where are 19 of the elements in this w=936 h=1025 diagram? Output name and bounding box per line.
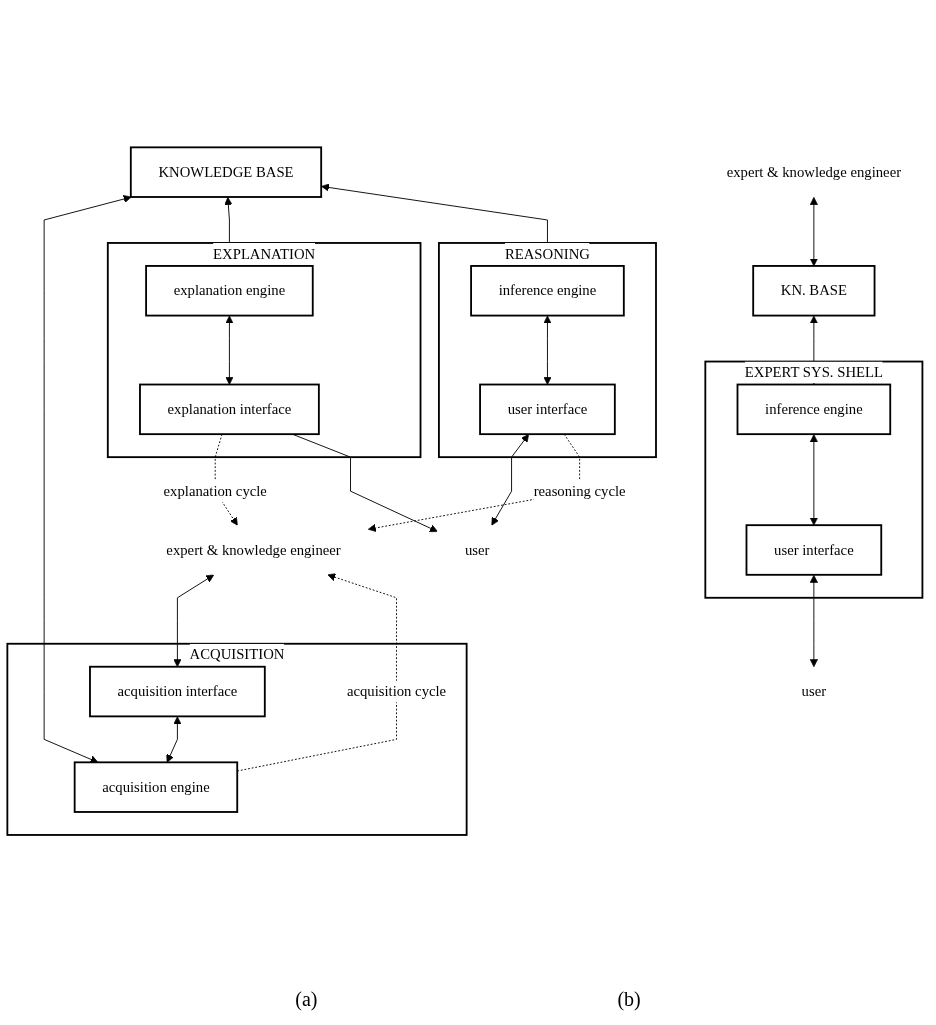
node-text: user bbox=[801, 683, 827, 699]
edge-label: explanation cycle bbox=[163, 482, 267, 499]
node-box: inference engine bbox=[736, 383, 892, 435]
panel-label: (a) bbox=[295, 988, 318, 1011]
node-box: KN. BASE bbox=[752, 264, 876, 317]
node-box: explanation engine bbox=[145, 264, 314, 317]
node-box: user interface bbox=[745, 524, 883, 576]
node-box: explanation interface bbox=[139, 383, 320, 435]
node-box: inference engine bbox=[470, 264, 625, 317]
edge-label: reasoning cycle bbox=[533, 482, 626, 499]
node-box: acquisition engine bbox=[73, 761, 239, 813]
node-box: user interface bbox=[479, 383, 616, 435]
node-box: acquisition interface bbox=[89, 665, 266, 718]
node-text: user bbox=[465, 541, 490, 558]
node-text: expert & knowledge engineer bbox=[726, 163, 902, 180]
node-box: KNOWLEDGE BASE bbox=[129, 146, 323, 198]
node-text: expert & knowledge engineer bbox=[166, 541, 341, 558]
panel-label: (b) bbox=[617, 988, 641, 1011]
edge-label: acquisition cycle bbox=[346, 683, 447, 699]
